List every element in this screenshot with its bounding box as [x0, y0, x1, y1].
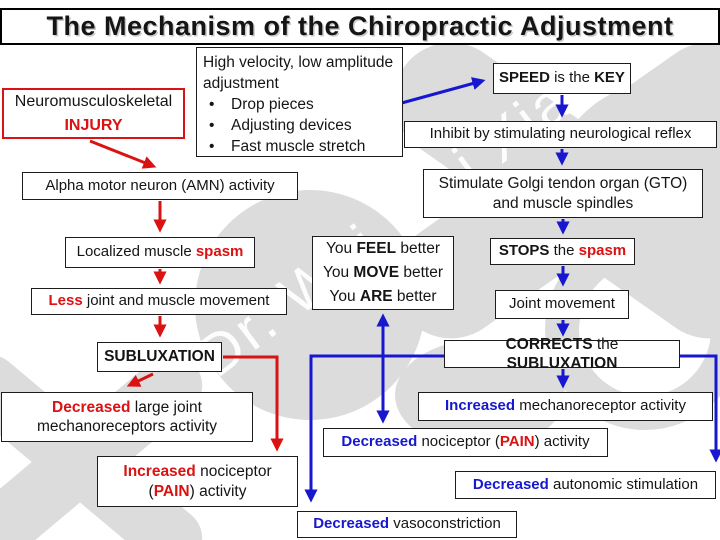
injury-line2: INJURY [64, 116, 123, 134]
box-high-velocity-adjustment: High velocity, low amplitude adjustment … [196, 47, 403, 157]
inc-mechano-em: Increased [445, 397, 516, 415]
arrow-corrects-to-dec-vaso [304, 354, 444, 503]
inc-noci-mid: nociceptor ( [148, 463, 272, 500]
dec-auto-em: Decreased [472, 475, 549, 493]
box-stimulate-golgi-tendon-organ: Stimulate Golgi tendon organ (GTO) and m… [423, 169, 703, 218]
feel-pre: You [329, 288, 360, 306]
speed-mid: is the [549, 69, 595, 87]
less-text: Less joint and muscle movement [49, 292, 270, 311]
box-subluxation: SUBLUXATION [97, 342, 222, 372]
box-neuromusculoskeletal-injury: Neuromusculoskeletal INJURY [2, 88, 185, 139]
arrow-corrects-to-dec-autonomic [680, 354, 720, 463]
stops-mid: the [549, 242, 579, 260]
box-less-joint-movement: Less joint and muscle movement [31, 288, 287, 315]
dec-vaso-post: vasoconstriction [389, 515, 501, 533]
inc-noci-em: Increased [123, 463, 196, 481]
hvla-bullet-1: • Drop pieces [203, 95, 396, 116]
dec-noci-post: ) activity [534, 433, 590, 451]
box-corrects-the-subluxation: CORRECTS the SUBLUXATION [444, 336, 680, 372]
corrects-text: CORRECTS the SUBLUXATION [449, 335, 675, 374]
feel-post: better [399, 264, 444, 281]
box-speed-is-the-key: SPEED is the KEY [493, 63, 631, 94]
box-inhibit-neurological-reflex: Inhibit by stimulating neurological refl… [404, 121, 717, 148]
speed-em2: KEY [594, 69, 625, 87]
dec-auto-post: autonomic stimulation [548, 475, 699, 493]
arrow-hvla-to-speed [397, 77, 486, 106]
inc-noci-text: Increased nociceptor (PAIN) activity [102, 462, 293, 501]
hvla-bullet-2: • Adjusting devices [203, 116, 396, 137]
box-decreased-nociceptor-pain: Decreased nociceptor (PAIN) activity [323, 428, 608, 457]
inc-noci-pain: PAIN [153, 482, 190, 500]
corrects-em2: SUBLUXATION [506, 355, 618, 372]
arrow-injury-to-amn [89, 139, 157, 169]
less-em: Less [48, 292, 83, 310]
bullet-icon: • [209, 95, 215, 113]
box-decreased-vasoconstriction: Decreased vasoconstriction [297, 511, 517, 538]
corrects-em1: CORRECTS [505, 335, 593, 353]
box-increased-nociceptor-pain: Increased nociceptor (PAIN) activity [97, 456, 298, 507]
feel-content: You FEEL better You MOVE better You ARE … [323, 237, 443, 309]
spasm-em: spasm [195, 243, 244, 261]
dec-noci-em: Decreased [341, 433, 418, 451]
box-increased-mechanoreceptor-activity: Increased mechanoreceptor activity [418, 392, 713, 421]
dec-mechano-em: Decreased [52, 398, 131, 416]
inc-mechano-post: mechanoreceptor activity [515, 397, 686, 415]
inc-noci-post: ) activity [189, 482, 247, 500]
injury-content: Neuromusculoskeletal INJURY [15, 90, 172, 138]
arrow-subluxation-to-dec-mechano [126, 372, 154, 387]
feel-em: MOVE [353, 264, 400, 281]
injury-line1: Neuromusculoskeletal [14, 92, 173, 110]
less-post: joint and muscle movement [82, 292, 270, 310]
box-stops-the-spasm: STOPS the spasm [490, 238, 635, 265]
feel-line3: You ARE better [323, 285, 443, 309]
box-decreased-autonomic-stimulation: Decreased autonomic stimulation [455, 471, 716, 499]
dec-noci-mid: nociceptor ( [417, 433, 500, 451]
dec-mechano-post: large joint mechanoreceptors activity [36, 398, 218, 435]
bullet-icon: • [209, 116, 215, 134]
hvla-content: High velocity, low amplitude adjustment … [203, 53, 396, 158]
hvla-bullet-3: • Fast muscle stretch [203, 137, 396, 158]
hvla-heading: High velocity, low amplitude adjustment [203, 54, 394, 92]
speed-text: SPEED is the KEY [499, 69, 625, 88]
feel-pre: You [322, 264, 354, 281]
stops-em1: STOPS [498, 242, 550, 260]
stops-text: STOPS the spasm [499, 242, 626, 261]
arrow-subluxation-to-inc-nociceptor [223, 355, 284, 452]
dec-vaso-em: Decreased [313, 515, 390, 533]
spasm-text: Localized muscle spasm [77, 243, 244, 262]
box-decreased-mechanoreceptors: Decreased large joint mechanoreceptors a… [1, 392, 253, 442]
box-joint-movement: Joint movement [495, 290, 629, 319]
dec-noci-text: Decreased nociceptor (PAIN) activity [341, 433, 589, 452]
feel-em: FEEL [356, 239, 397, 257]
box-localized-muscle-spasm: Localized muscle spasm [65, 237, 255, 268]
dec-noci-pain: PAIN [499, 433, 535, 451]
speed-em1: SPEED [499, 69, 550, 87]
dec-vaso-text: Decreased vasoconstriction [313, 515, 501, 534]
feel-pre: You [325, 239, 357, 257]
bullet-icon: • [209, 137, 215, 155]
spasm-pre: Localized muscle [76, 243, 196, 261]
feel-em: ARE [359, 288, 393, 306]
feel-post: better [392, 288, 437, 306]
bullet-text: Drop pieces [231, 95, 314, 113]
stops-em2: spasm [578, 242, 627, 260]
dec-mechano-text: Decreased large joint mechanoreceptors a… [6, 398, 248, 437]
inc-mechano-text: Increased mechanoreceptor activity [445, 397, 686, 416]
bullet-text: Adjusting devices [231, 116, 352, 134]
box-you-feel-move-are-better: You FEEL better You MOVE better You ARE … [312, 236, 454, 310]
feel-post: better [396, 239, 441, 257]
slide-title: The Mechanism of the Chiropractic Adjust… [0, 8, 720, 45]
dec-auto-text: Decreased autonomic stimulation [473, 476, 698, 495]
feel-line1: You FEEL better [323, 237, 443, 261]
bullet-text: Fast muscle stretch [231, 137, 366, 155]
corrects-mid: the [592, 335, 619, 353]
box-alpha-motor-neuron: Alpha motor neuron (AMN) activity [22, 172, 298, 200]
feel-line2: You MOVE better [323, 261, 443, 285]
